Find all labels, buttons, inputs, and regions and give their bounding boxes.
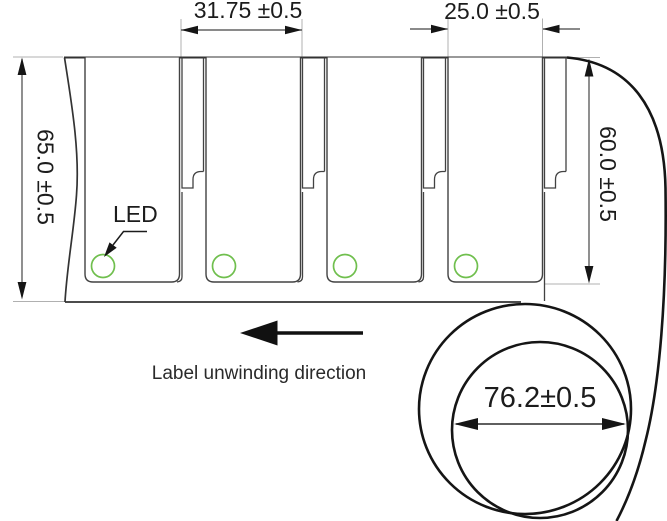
dim-label-width-value: 25.0 ±0.5	[444, 0, 540, 24]
led-circle	[453, 253, 479, 279]
label-outline-2	[205, 57, 302, 283]
die-cut-notch-1	[176, 57, 205, 283]
led-circle	[211, 253, 237, 279]
arrowhead-left-icon	[454, 418, 478, 430]
arrowhead-down-left-icon	[104, 242, 117, 257]
dim-label-height	[584, 58, 594, 284]
led-circles	[90, 253, 479, 279]
arrowhead-up-icon	[584, 58, 594, 77]
roll-core-circle	[450, 340, 630, 520]
dim-pitch-value: 31.75 ±0.5	[193, 0, 303, 23]
roll-wrap-curve	[566, 56, 667, 521]
label-roll	[417, 56, 667, 521]
leader-line	[112, 230, 147, 246]
web-torn-left-edge	[63, 57, 79, 303]
led-leader	[104, 230, 147, 257]
label-outline-4	[447, 57, 544, 283]
led-callout-label: LED	[113, 201, 158, 227]
arrowhead-left-icon	[181, 25, 198, 35]
dim-web-width	[17, 57, 27, 300]
unwind-direction-label: Label unwinding direction	[151, 363, 367, 384]
arrowhead-right-icon	[431, 24, 448, 34]
led-circle	[90, 253, 116, 279]
arrowhead-left-icon	[240, 320, 278, 346]
label-outline-3	[326, 57, 423, 283]
led-circle	[332, 253, 358, 279]
dim-label-width	[410, 24, 580, 34]
arrowhead-down-icon	[17, 282, 27, 300]
die-cut-notch-4	[543, 57, 567, 301]
arrowhead-up-icon	[17, 57, 27, 75]
arrowhead-down-icon	[584, 266, 594, 284]
die-cut-notches	[176, 57, 567, 301]
unwind-arrow	[240, 320, 363, 346]
arrowhead-left-icon	[542, 24, 560, 34]
arrowhead-right-icon	[602, 418, 626, 430]
dim-core-diameter-value: 76.2±0.5	[483, 382, 597, 414]
label-outline-1	[84, 57, 181, 283]
die-cut-notch-2	[297, 57, 326, 283]
roll-outer-circle	[417, 302, 633, 516]
dim-pitch	[181, 25, 302, 35]
dim-core-diameter	[454, 418, 626, 430]
die-cut-notch-3	[418, 57, 447, 283]
dim-label-height-value: 60.0 ±0.5	[595, 126, 621, 222]
dim-web-width-value: 65.0 ±0.5	[32, 129, 59, 225]
labels	[84, 57, 544, 283]
arrowhead-right-icon	[285, 25, 302, 35]
